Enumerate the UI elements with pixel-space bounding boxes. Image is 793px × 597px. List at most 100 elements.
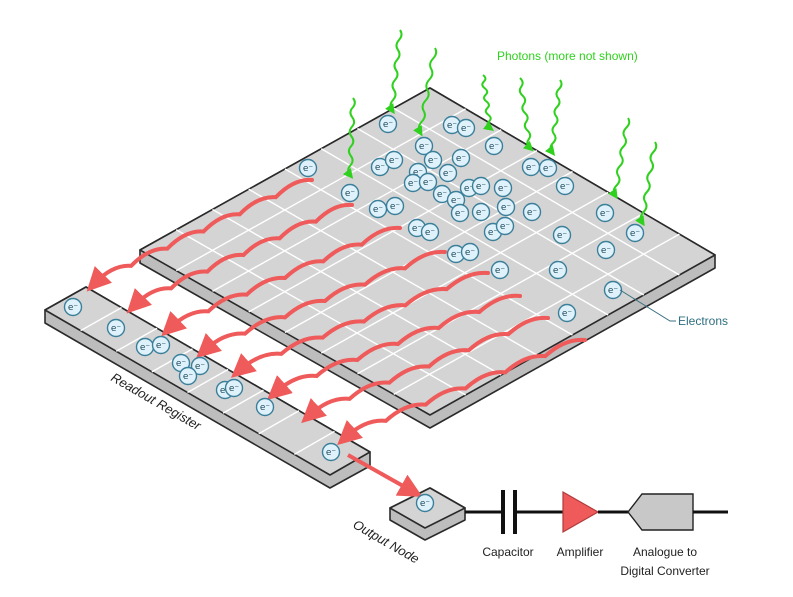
electron-symbol: e⁻ xyxy=(408,179,419,189)
electron-symbol: e⁻ xyxy=(447,121,458,131)
photon-arrow xyxy=(385,29,403,115)
charge-transfer-arrow xyxy=(196,249,447,359)
electron-symbol: e⁻ xyxy=(608,286,619,296)
electron: e⁻ xyxy=(557,303,577,323)
charge-transfer-arrow xyxy=(126,202,354,314)
electron: e⁻ xyxy=(552,225,572,245)
electron-symbol: e⁻ xyxy=(501,203,512,213)
electron: e⁻ xyxy=(495,216,515,236)
capacitor-symbol xyxy=(501,490,517,534)
electron-symbol: e⁻ xyxy=(260,403,271,413)
electron-symbol: e⁻ xyxy=(437,190,448,200)
register-cell-line xyxy=(258,410,300,435)
adc-label-line1: Analogue to xyxy=(633,545,697,559)
electron: e⁻ xyxy=(418,172,438,192)
electron-symbol: e⁻ xyxy=(543,164,554,174)
electron-symbol: e⁻ xyxy=(553,266,564,276)
electron-symbol: e⁻ xyxy=(413,168,424,178)
electron-symbol: e⁻ xyxy=(425,228,436,238)
electron-symbol: e⁻ xyxy=(557,231,568,241)
electron: e⁻ xyxy=(414,136,434,156)
register-cell-line xyxy=(187,368,229,394)
grid-line xyxy=(357,212,645,375)
register-cell-line xyxy=(80,307,122,332)
electron: e⁻ xyxy=(596,240,616,260)
photon-arrows xyxy=(342,29,658,227)
capacitor-label: Capacitor xyxy=(482,545,533,559)
electron: e⁻ xyxy=(460,242,480,262)
electron: e⁻ xyxy=(521,157,541,177)
arrow-register-to-output-node xyxy=(347,453,423,497)
photon-arrow xyxy=(342,97,356,179)
electron: e⁻ xyxy=(255,397,275,417)
electron-symbol: e⁻ xyxy=(389,156,400,166)
electron-symbol: e⁻ xyxy=(488,228,499,238)
electron-symbol: e⁻ xyxy=(451,196,462,206)
electron-symbol: e⁻ xyxy=(326,448,337,458)
electron-symbol: e⁻ xyxy=(111,324,122,334)
electron: e⁻ xyxy=(224,378,244,398)
electron-symbol: e⁻ xyxy=(375,163,386,173)
electron-symbol: e⁻ xyxy=(419,142,430,152)
amplifier-triangle xyxy=(562,490,600,534)
electron-symbol: e⁻ xyxy=(601,246,612,256)
electron: e⁻ xyxy=(522,202,542,222)
electron: e⁻ xyxy=(384,150,404,170)
electron: e⁻ xyxy=(450,203,470,223)
electron-symbol: e⁻ xyxy=(229,384,240,394)
electron-symbol: e⁻ xyxy=(630,229,641,239)
charge-transfer-arrow xyxy=(86,177,314,292)
electron: e⁻ xyxy=(106,318,126,338)
electron-symbol: e⁻ xyxy=(464,184,475,194)
electron: e⁻ xyxy=(438,163,458,183)
electron-symbol: e⁻ xyxy=(476,182,487,192)
register-cell-line xyxy=(222,389,264,414)
electron: e⁻ xyxy=(151,335,171,355)
electron-symbol: e⁻ xyxy=(562,309,573,319)
electron: e⁻ xyxy=(490,260,510,280)
register-cell-line xyxy=(115,327,158,352)
charge-transfer-arrows xyxy=(86,177,587,446)
electron-symbol: e⁻ xyxy=(498,184,509,194)
electrons: e⁻e⁻e⁻e⁻e⁻e⁻e⁻e⁻e⁻e⁻e⁻e⁻e⁻e⁻e⁻e⁻e⁻e⁻e⁻e⁻… xyxy=(63,114,645,513)
grid-line xyxy=(320,148,609,316)
electron-symbol: e⁻ xyxy=(455,209,466,219)
electron: e⁻ xyxy=(385,196,405,216)
electron-symbol: e⁻ xyxy=(476,208,487,218)
electron: e⁻ xyxy=(420,222,440,242)
photon-arrow xyxy=(481,74,495,131)
electron-symbol: e⁻ xyxy=(500,222,511,232)
electron: e⁻ xyxy=(368,199,388,219)
electron: e⁻ xyxy=(603,280,623,300)
electron: e⁻ xyxy=(471,176,491,196)
electron: e⁻ xyxy=(484,136,504,156)
charge-transfer-arrow xyxy=(230,270,490,378)
electron: e⁻ xyxy=(496,197,516,217)
electron: e⁻ xyxy=(538,158,558,178)
electron-symbol: e⁻ xyxy=(176,359,187,369)
readout-circuit xyxy=(465,490,728,534)
electron-symbol: e⁻ xyxy=(383,120,394,130)
electron-symbol: e⁻ xyxy=(156,341,167,351)
electron: e⁻ xyxy=(446,244,466,264)
electron-symbol: e⁻ xyxy=(495,266,506,276)
electron-symbol: e⁻ xyxy=(560,182,571,192)
charge-transfer-arrow xyxy=(267,293,522,400)
register-cell-lines xyxy=(80,307,335,455)
electrons-label: Electrons xyxy=(678,314,728,328)
electron: e⁻ xyxy=(340,183,360,203)
electron: e⁻ xyxy=(493,178,513,198)
photon-arrow xyxy=(608,117,631,200)
electron: e⁻ xyxy=(178,366,198,386)
electron: e⁻ xyxy=(625,223,645,243)
electron-symbol: e⁻ xyxy=(420,499,431,509)
amplifier-label: Amplifier xyxy=(557,545,604,559)
register-cell-line xyxy=(294,430,335,455)
photon-arrow xyxy=(635,141,658,227)
photons-label: Photons (more not shown) xyxy=(497,49,638,63)
electron: e⁻ xyxy=(423,150,443,170)
electron-symbol: e⁻ xyxy=(600,209,611,219)
electron: e⁻ xyxy=(415,493,435,513)
electron-symbol: e⁻ xyxy=(526,163,537,173)
electron: e⁻ xyxy=(555,176,575,196)
